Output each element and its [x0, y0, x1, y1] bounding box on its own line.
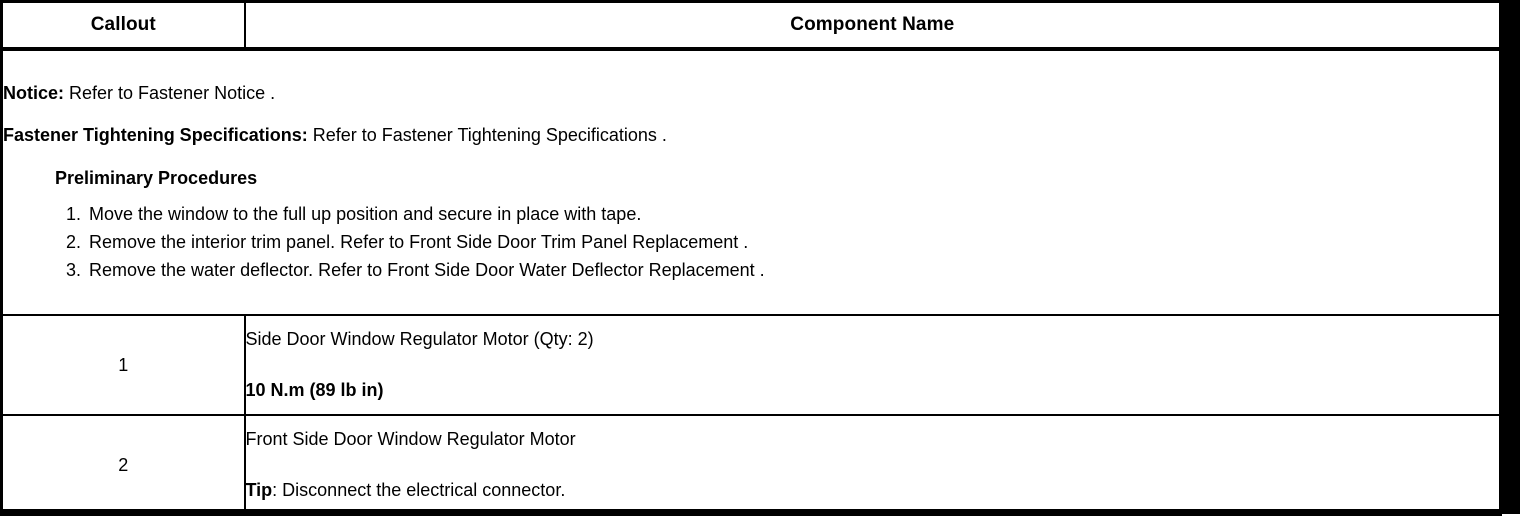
torque-specification-text: 10 N.m (89 lb in) [245, 380, 384, 400]
tip-label: Tip [245, 480, 273, 500]
component-name-text: Front Side Door Window Regulator Motor [245, 429, 576, 450]
list-item: Remove the water deflector. Refer to Fro… [55, 259, 765, 282]
callout-number: 2 [0, 414, 246, 516]
tip-line: Tip: Disconnect the electrical connector… [246, 480, 1500, 501]
notice-text: Refer to Fastener Notice . [64, 83, 276, 104]
table-row: 1 Side Door Window Regulator Motor (Qty:… [0, 314, 1502, 416]
table-row: 2 Front Side Door Window Regulator Motor… [0, 414, 1502, 516]
fastener-spec-text: Refer to Fastener Tightening Specificati… [307, 125, 667, 146]
notice-and-preliminary-cell: Notice: Refer to Fastener Notice . Faste… [0, 48, 1502, 316]
notice-label: Notice: [3, 83, 65, 104]
component-description-cell: Front Side Door Window Regulator Motor T… [243, 414, 1502, 516]
preliminary-procedures-list: Move the window to the full up position … [3, 204, 1499, 282]
column-header-component-name: Component Name [243, 0, 1502, 51]
table-bottom-border [0, 509, 1499, 514]
fastener-notice-line: Notice: Refer to Fastener Notice . [3, 83, 1499, 103]
table-header-row: Callout Component Name [0, 0, 1502, 51]
fastener-spec-line: Fastener Tightening Specifications: Refe… [3, 125, 1499, 145]
list-item: Move the window to the full up position … [55, 203, 642, 226]
tip-text: : Disconnect the electrical connector. [272, 480, 566, 500]
list-item: Remove the interior trim panel. Refer to… [55, 231, 749, 254]
component-name-text: Side Door Window Regulator Motor (Qty: 2… [245, 329, 594, 350]
notice-row: Notice: Refer to Fastener Notice . Faste… [0, 48, 1502, 316]
callout-number: 1 [0, 314, 246, 416]
page-right-margin-band [1499, 0, 1520, 514]
fastener-spec-label: Fastener Tightening Specifications: [3, 125, 308, 146]
preliminary-procedures-heading: Preliminary Procedures [55, 167, 258, 188]
component-description-cell: Side Door Window Regulator Motor (Qty: 2… [243, 314, 1502, 416]
column-header-callout: Callout [0, 0, 246, 51]
